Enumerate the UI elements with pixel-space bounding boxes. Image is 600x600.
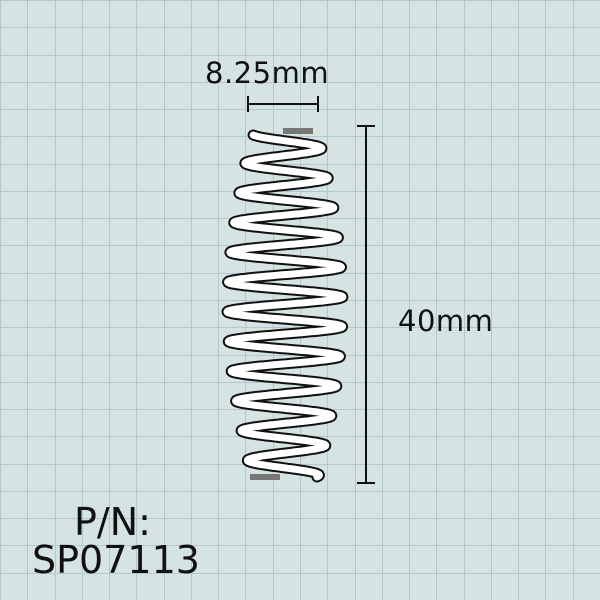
length-label: 40mm xyxy=(398,304,494,338)
diameter-label: 8.25mm xyxy=(205,56,330,90)
length-dimension xyxy=(357,125,375,484)
part-number-label: P/N: xyxy=(74,500,151,544)
part-number-value: SP07113 xyxy=(32,538,200,582)
spring-drawing xyxy=(221,128,349,483)
spring-top-end xyxy=(283,128,313,134)
spring-coil-wire xyxy=(223,131,347,481)
diameter-dimension xyxy=(247,96,319,112)
spring-bottom-end xyxy=(250,474,280,480)
